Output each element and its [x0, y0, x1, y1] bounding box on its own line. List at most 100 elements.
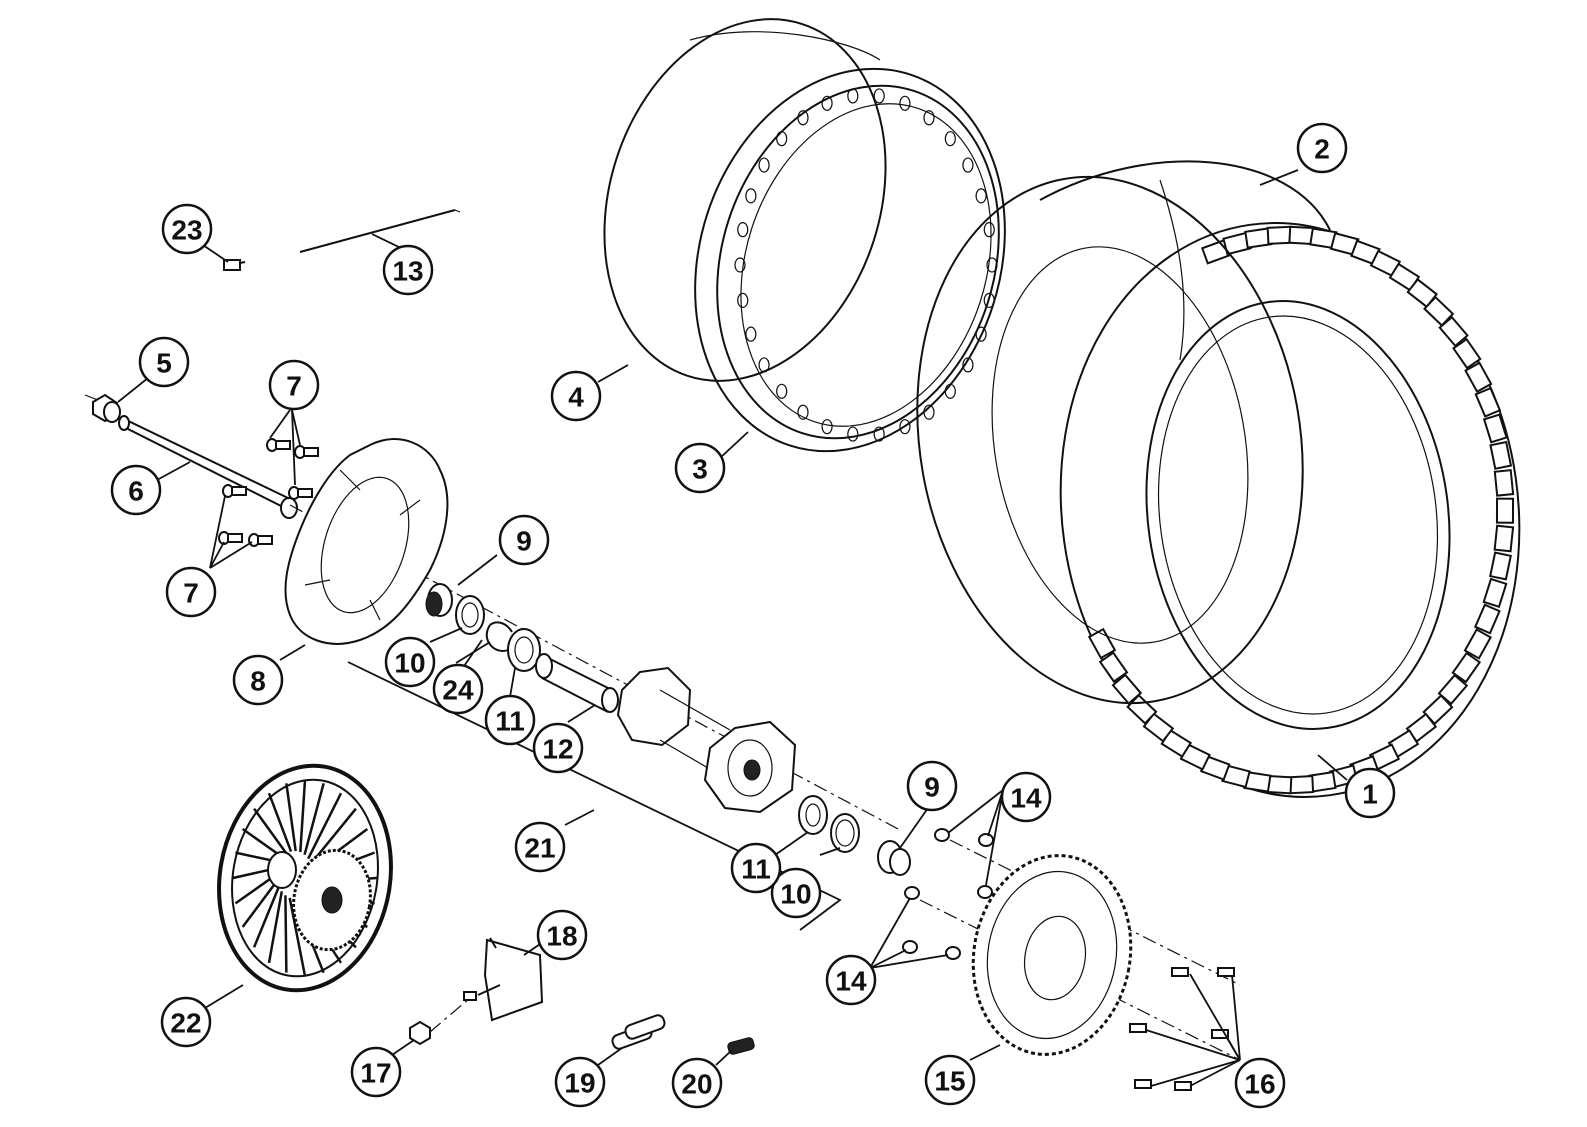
circlip [485, 621, 513, 652]
callout-9: 9 [906, 760, 958, 812]
rim-spoke-hole [847, 88, 859, 104]
rim-spoke-hole [758, 157, 770, 173]
axle-nut [84, 393, 121, 423]
callout-number: 18 [546, 921, 577, 952]
callout-number: 8 [250, 666, 266, 697]
callout-14: 14 [825, 954, 877, 1006]
callout-6: 6 [110, 464, 162, 516]
callout-circle [906, 760, 958, 812]
sprocket-screws [1129, 967, 1235, 1091]
wheel-spoke [252, 885, 281, 948]
wheel-spoke [288, 897, 307, 977]
rim-spoke-hole [983, 222, 995, 238]
chain-link [611, 1014, 666, 1050]
callout-17: 17 [350, 1046, 402, 1098]
rim-spoke-hole [899, 95, 911, 111]
callout-number: 4 [568, 382, 584, 413]
tread-block [1473, 603, 1501, 635]
rim-spoke-hole [737, 292, 749, 308]
callout-circle [138, 336, 190, 388]
callout-19: 19 [554, 1056, 606, 1108]
rim-spoke-hole [975, 188, 987, 204]
tread-block [1464, 361, 1493, 394]
callout-18: 18 [536, 909, 588, 961]
wheel-spoke [303, 783, 325, 856]
rim-spoke-hole [944, 131, 956, 147]
callout-16: 16 [1234, 1057, 1286, 1109]
rim-spoke-hole [923, 404, 935, 420]
tread-block [1423, 295, 1455, 327]
callout-number: 12 [542, 734, 573, 765]
callout-number: 5 [156, 348, 172, 379]
tread-block [1451, 651, 1482, 684]
rim-spoke-holes [734, 88, 998, 442]
rim-spoke-hole [737, 222, 749, 238]
callout-11: 11 [484, 694, 536, 746]
rim-spoke-hole [821, 95, 833, 111]
callout-circle [232, 654, 284, 706]
chain-master-link [727, 1037, 755, 1055]
brake-disc [284, 438, 449, 645]
tread-block [1474, 386, 1502, 418]
bearing-right [798, 795, 828, 835]
callout-number: 1 [1362, 779, 1378, 810]
callout-11: 11 [730, 842, 782, 894]
rim-spoke-hole [983, 292, 995, 308]
spoke-nipple [223, 259, 246, 271]
wheel-spoke [285, 783, 297, 852]
callout-number: 14 [1010, 783, 1042, 814]
callout-circle [1296, 122, 1348, 174]
callout-2: 2 [1296, 122, 1348, 174]
shaft-seal-left [455, 595, 485, 635]
callout-number: 22 [170, 1008, 201, 1039]
callout-number: 3 [692, 454, 708, 485]
spacer-right [877, 840, 911, 876]
wheel-spoke [307, 792, 343, 860]
inner-tube [916, 160, 1331, 705]
callout-circle [382, 244, 434, 296]
callout-20: 20 [671, 1057, 723, 1109]
callout-circle [1234, 1057, 1286, 1109]
wheel-spoke [241, 879, 279, 928]
callout-14: 14 [1000, 771, 1052, 823]
callout-circle [770, 867, 822, 919]
rim-band [603, 18, 887, 382]
tyre [1059, 222, 1521, 798]
callout-number: 16 [1244, 1069, 1275, 1100]
callout-circle [1000, 771, 1052, 823]
rim-spoke-hole [923, 110, 935, 126]
tread-block [1482, 577, 1508, 609]
callout-circle [1344, 767, 1396, 819]
wheel-spoke [267, 792, 293, 853]
callout-circle [674, 442, 726, 494]
callout-10: 10 [384, 636, 436, 688]
tread-block [1087, 627, 1117, 660]
callout-number: 23 [171, 215, 202, 246]
rim-spoke-hole [797, 110, 809, 126]
callout-circle [730, 842, 782, 894]
spoke [299, 209, 461, 253]
callout-circle [514, 821, 566, 873]
callout-circle [165, 566, 217, 618]
callout-15: 15 [924, 1054, 976, 1106]
tread-block [1489, 440, 1513, 470]
callout-circle [532, 722, 584, 774]
tread-block [1452, 337, 1482, 370]
callout-number: 13 [392, 256, 423, 287]
callout-23: 23 [161, 203, 213, 255]
callout-number: 17 [360, 1058, 391, 1089]
wheel-spoke [267, 891, 284, 964]
sprocket-nuts [902, 828, 1241, 1061]
distance-tube [535, 653, 619, 713]
callout-10: 10 [770, 867, 822, 919]
tread-block [1111, 673, 1143, 705]
rim-spoke-hole [986, 257, 998, 273]
adjuster-nut [409, 997, 471, 1046]
tread-block [1489, 551, 1512, 581]
callout-24: 24 [432, 663, 484, 715]
rear-sprocket [971, 854, 1133, 1056]
chain-adjuster [463, 937, 544, 1022]
callout-number: 10 [780, 879, 811, 910]
callout-number: 21 [524, 833, 555, 864]
